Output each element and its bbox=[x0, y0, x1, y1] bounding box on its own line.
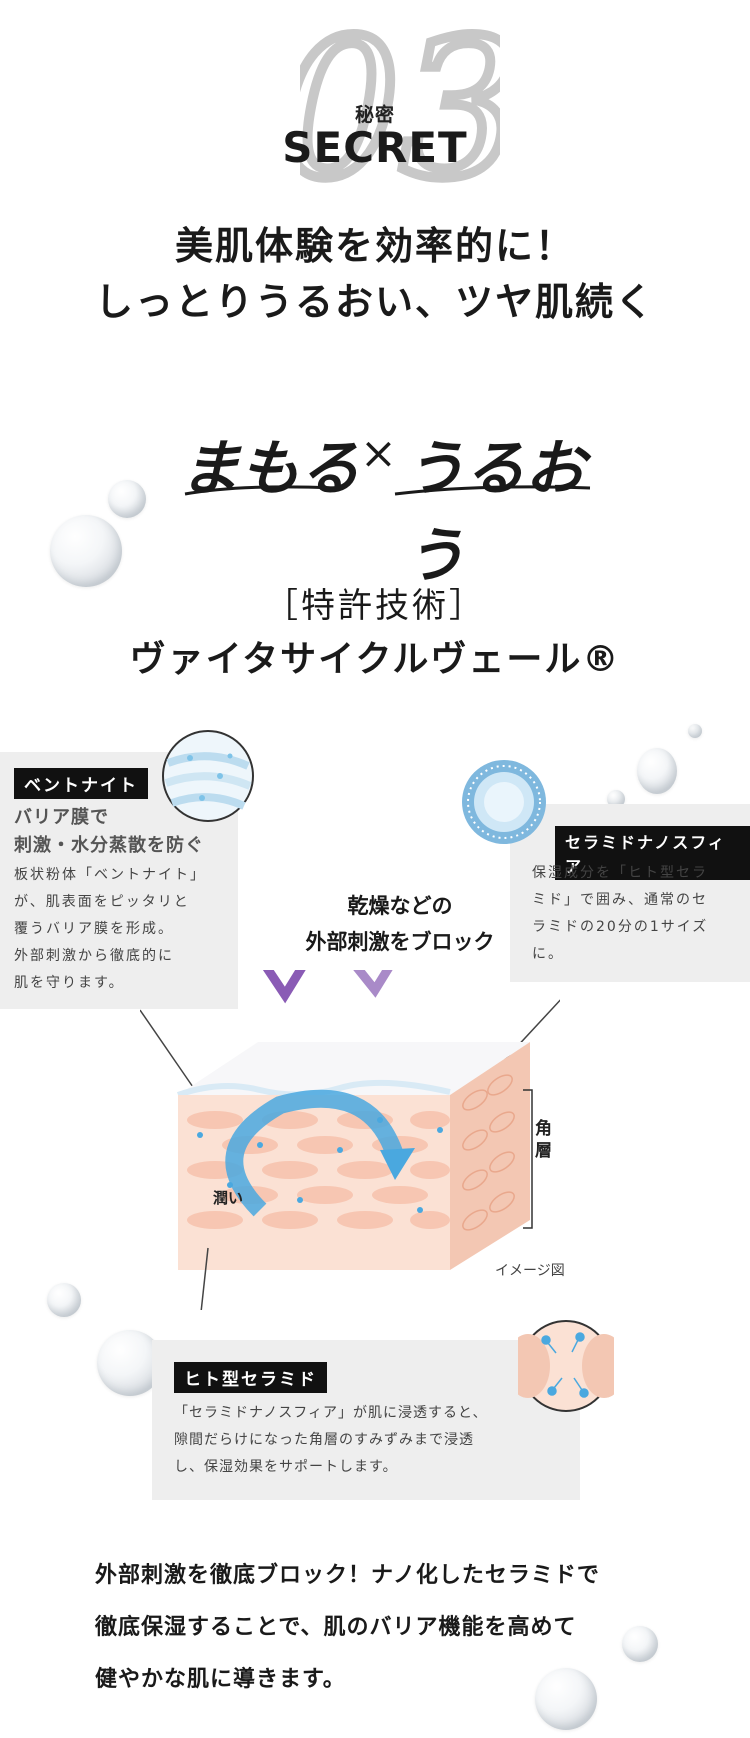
block-label: 乾燥などの 外部刺激をブロック bbox=[250, 888, 550, 960]
human-ceramide-text-line: 「セラミドナノスフィア」が肌に浸透すると、 bbox=[174, 1405, 488, 1421]
headline-line-2: しっとりうるおい、ツヤ肌続く bbox=[94, 280, 655, 324]
ceramide-nano-text-line: ミド」で囲み、通常のセ bbox=[532, 892, 708, 908]
bentonite-heading-line: バリア膜で bbox=[14, 807, 109, 828]
water-bubble bbox=[50, 515, 122, 587]
ceramide-nano-text-line: 保湿成分を「ヒト型セラ bbox=[532, 865, 708, 881]
human-ceramide-illustration bbox=[518, 1320, 614, 1412]
human-ceramide-text-line: し、保湿効果をサポートします。 bbox=[174, 1459, 398, 1475]
bentonite-heading-line: 刺激・水分蒸散を防ぐ bbox=[14, 835, 204, 856]
water-bubble bbox=[622, 1626, 658, 1662]
patent-name: ヴァイタサイクルヴェール® bbox=[129, 639, 621, 680]
block-label-line: 乾燥などの bbox=[347, 894, 453, 918]
ceramide-nano-text-line: に。 bbox=[532, 946, 564, 962]
water-bubble bbox=[607, 790, 625, 808]
ceramide-nano-text-line: ラミドの20分の1サイズ bbox=[532, 919, 709, 935]
footer-line: 徹底保湿することで、肌のバリア機能を高めて bbox=[95, 1615, 577, 1640]
bentonite-heading: バリア膜で 刺激・水分蒸散を防ぐ bbox=[14, 804, 204, 860]
secret-title: SECRET bbox=[282, 123, 468, 172]
bentonite-tag: ベントナイト bbox=[14, 768, 148, 799]
ceramide-nano-tag: セラミドナノスフィア bbox=[555, 826, 750, 880]
bentonite-text-line: 肌を守ります。 bbox=[14, 975, 125, 991]
human-ceramide-text-line: 隙間だらけになった角層のすみずみまで浸透 bbox=[174, 1432, 474, 1448]
tagline-moisturize: うるおう bbox=[405, 434, 585, 591]
skin-diagram bbox=[140, 970, 560, 1310]
water-bubble bbox=[535, 1668, 597, 1730]
nanosphere-illustration bbox=[462, 760, 546, 844]
ceramide-nano-text: 保湿成分を「ヒト型セラ ミド」で囲み、通常のセ ラミドの20分の1サイズ に。 bbox=[532, 860, 708, 968]
number-03-watermark: 03 bbox=[300, 0, 500, 200]
headline: 美肌体験を効率的に！ しっとりうるおい、ツヤ肌続く bbox=[0, 218, 750, 330]
bentonite-text-line: 板状粉体「ベントナイト」 bbox=[14, 867, 206, 883]
bentonite-text: 板状粉体「ベントナイト」 が、肌表面をピッタリと 覆うバリア膜を形成。 外部刺激… bbox=[14, 862, 206, 997]
water-bubble bbox=[688, 724, 702, 738]
footer-line: 健やかな肌に導きます。 bbox=[95, 1667, 346, 1692]
patent-label: ［特許技術］ bbox=[264, 586, 486, 626]
bentonite-text-line: が、肌表面をピッタリと bbox=[14, 894, 190, 910]
tagline-protect: まもる bbox=[180, 434, 360, 504]
ceramide-nano-box: セラミドナノスフィア 保湿成分を「ヒト型セラ ミド」で囲み、通常のセ ラミドの2… bbox=[510, 804, 750, 982]
secret-label-jp: 秘密 bbox=[354, 104, 395, 126]
human-ceramide-box: ヒト型セラミド 「セラミドナノスフィア」が肌に浸透すると、 隙間だらけになった角… bbox=[152, 1340, 580, 1500]
image-note: イメージ図 bbox=[495, 1263, 565, 1279]
block-label-line: 外部刺激をブロック bbox=[305, 930, 495, 954]
footer-line: 外部刺激を徹底ブロック！ナノ化したセラミドで bbox=[95, 1563, 600, 1588]
water-bubble bbox=[47, 1283, 81, 1317]
bentonite-illustration bbox=[162, 730, 254, 822]
water-bubble bbox=[108, 480, 146, 518]
bentonite-text-line: 覆うバリア膜を形成。 bbox=[14, 921, 174, 937]
human-ceramide-text: 「セラミドナノスフィア」が肌に浸透すると、 隙間だらけになった角層のすみずみまで… bbox=[174, 1400, 487, 1481]
headline-line-1: 美肌体験を効率的に！ bbox=[174, 224, 575, 268]
tagline-underlines bbox=[184, 485, 591, 496]
tagline-cross: × bbox=[360, 428, 397, 479]
water-bubble bbox=[637, 748, 677, 794]
human-ceramide-tag: ヒト型セラミド bbox=[174, 1362, 327, 1393]
bentonite-text-line: 外部刺激から徹底的に bbox=[14, 948, 174, 964]
tagline: まもる × うるおう bbox=[180, 420, 600, 591]
svg-text:03: 03 bbox=[300, 0, 500, 200]
moisture-label: 潤い bbox=[213, 1189, 244, 1207]
corneum-label: 角層 bbox=[535, 1119, 552, 1161]
footer-text: 外部刺激を徹底ブロック！ナノ化したセラミドで 徹底保湿することで、肌のバリア機能… bbox=[95, 1550, 695, 1706]
